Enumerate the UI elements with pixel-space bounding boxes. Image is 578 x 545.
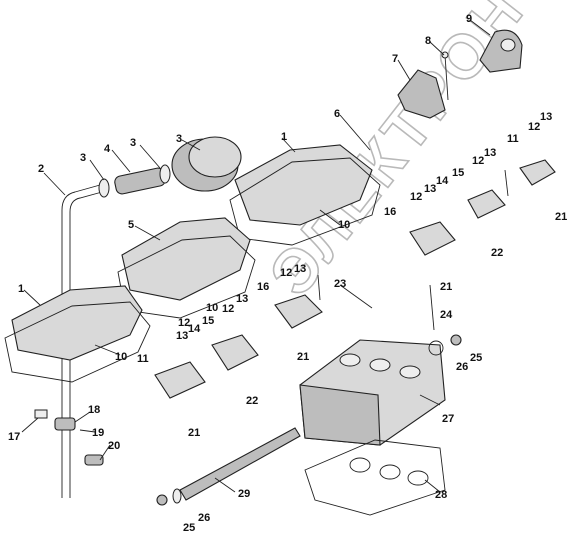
- callout-21c: 21: [297, 351, 309, 363]
- callout-13c: 13: [424, 183, 436, 195]
- callout-12c: 12: [410, 191, 422, 203]
- callout-3b: 3: [130, 137, 136, 149]
- filter-element: [171, 136, 242, 192]
- seals: [156, 334, 462, 506]
- callout-10c: 10: [206, 302, 218, 314]
- callout-21d: 21: [188, 427, 200, 439]
- callout-11: 11: [507, 133, 519, 145]
- rocker-assembly-right: [409, 159, 556, 331]
- callout-21b: 21: [440, 281, 452, 293]
- breather-tube: [61, 184, 103, 498]
- callout-29: 29: [238, 488, 250, 500]
- callout-1b: 1: [18, 283, 24, 295]
- callout-4: 4: [104, 143, 111, 155]
- hose-assembly: [98, 164, 171, 198]
- callout-13: 13: [540, 111, 552, 123]
- callout-24: 24: [440, 309, 453, 321]
- callout-26b: 26: [198, 512, 210, 524]
- callout-23: 23: [334, 278, 346, 290]
- callout-20: 20: [108, 440, 120, 452]
- callout-22: 22: [491, 247, 503, 259]
- cylinder-head: [299, 339, 446, 446]
- bracket-assembly: [397, 51, 449, 119]
- callout-17: 17: [8, 431, 20, 443]
- callout-2: 2: [38, 163, 44, 175]
- callout-25: 25: [470, 352, 482, 364]
- callout-15b: 15: [202, 315, 214, 327]
- callout-labels: 1 2 3 4 3 3 5 1 6 7 8 9 10 10 10 11 11 1…: [8, 13, 567, 534]
- valve-cover-middle: [117, 217, 256, 319]
- callout-12e: 12: [178, 317, 190, 329]
- callout-21: 21: [555, 211, 567, 223]
- callout-3c: 3: [176, 133, 182, 145]
- callout-16: 16: [384, 206, 396, 218]
- callout-5: 5: [128, 219, 134, 231]
- callout-6: 6: [334, 108, 340, 120]
- head-gasket: [304, 439, 446, 516]
- callout-13d: 13: [294, 263, 306, 275]
- leader-lines: [21, 19, 491, 493]
- callout-22b: 22: [246, 395, 258, 407]
- callout-14: 14: [436, 175, 449, 187]
- callout-3: 3: [80, 152, 86, 164]
- callout-7: 7: [392, 53, 398, 65]
- callout-16b: 16: [257, 281, 269, 293]
- callout-12d: 12: [280, 267, 292, 279]
- callout-12: 12: [528, 121, 540, 133]
- callout-9: 9: [466, 13, 472, 25]
- callout-13b: 13: [484, 147, 496, 159]
- callout-12b: 12: [472, 155, 484, 167]
- callout-15: 15: [452, 167, 464, 179]
- callout-26: 26: [456, 361, 468, 373]
- callout-8: 8: [425, 35, 431, 47]
- callout-10b: 10: [115, 351, 127, 363]
- valve-cover-lower: [4, 285, 151, 383]
- callout-12f: 12: [222, 303, 234, 315]
- lifting-eye: [479, 29, 523, 73]
- fittings: [34, 409, 104, 466]
- callout-25b: 25: [183, 522, 195, 534]
- callout-18: 18: [88, 404, 100, 416]
- callout-28: 28: [435, 489, 447, 501]
- callout-19: 19: [92, 427, 104, 439]
- callout-13f: 13: [176, 330, 188, 342]
- push-rod-tube: [172, 427, 301, 504]
- callout-10: 10: [338, 219, 350, 231]
- callout-1: 1: [281, 131, 287, 143]
- rocker-assembly-center: [154, 274, 323, 399]
- callout-13e: 13: [236, 293, 248, 305]
- callout-14b: 14: [188, 323, 201, 335]
- callout-11b: 11: [137, 353, 149, 365]
- callout-27: 27: [442, 413, 454, 425]
